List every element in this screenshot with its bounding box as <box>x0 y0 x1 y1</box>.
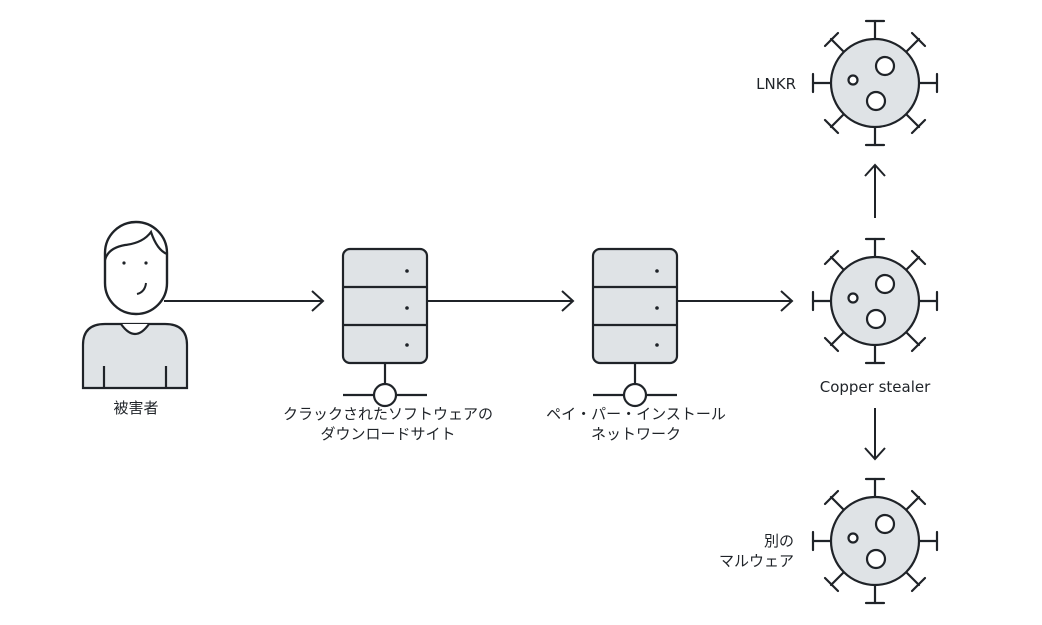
other-malware-label-line-1: 別の <box>763 532 794 550</box>
person-icon <box>81 220 189 390</box>
arrow-victim-to-site <box>164 290 325 312</box>
server-icon <box>591 247 679 408</box>
ppi-network-label-line-2: ネットワーク <box>590 425 681 443</box>
ppi-network-label-line-1: ペイ・パー・インストール <box>546 405 726 423</box>
virus-icon <box>811 237 939 365</box>
cracked-site-label: クラックされたソフトウェアの ダウンロードサイト <box>268 404 508 444</box>
ppi-network-label: ペイ・パー・インストール ネットワーク <box>526 404 746 444</box>
other-malware-label-line-2: マルウェア <box>718 552 794 570</box>
arrow-copper-to-lnkr <box>864 163 886 218</box>
arrow-site-to-ppi <box>428 290 575 312</box>
cracked-site-label-line-1: クラックされたソフトウェアの <box>282 405 493 423</box>
lnkr-label: LNKR <box>756 75 796 93</box>
server-icon <box>341 247 429 408</box>
virus-icon <box>811 477 939 605</box>
copper-stealer-label: Copper stealer <box>819 378 931 396</box>
arrow-ppi-to-copper <box>678 290 794 312</box>
virus-icon <box>811 19 939 147</box>
cracked-site-label-line-2: ダウンロードサイト <box>320 425 456 443</box>
victim-label: 被害者 <box>113 399 159 417</box>
other-malware-label: 別の マルウェア <box>690 531 794 571</box>
arrow-copper-to-other <box>864 408 886 461</box>
